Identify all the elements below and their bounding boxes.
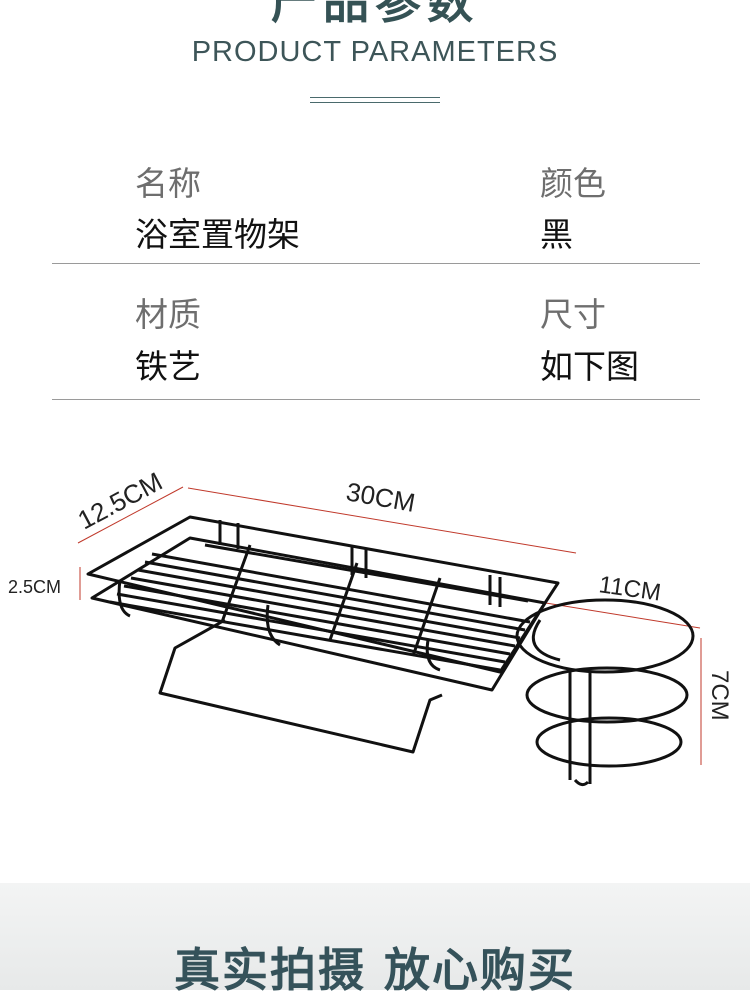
param-label-color: 颜色 [540,164,606,203]
dimension-length-label: 30CM [344,476,418,518]
param-value-color: 黑 [540,215,573,254]
divider [52,399,700,400]
divider [52,263,700,264]
param-label-material: 材质 [135,295,201,334]
param-value-name: 浴室置物架 [135,215,300,254]
section-title: 产品参数 [271,0,479,29]
section-subtitle: PRODUCT PARAMETERS [191,36,559,68]
param-value-size: 如下图 [540,347,639,386]
footer-slogan: 真实拍摄 放心购买 [173,943,576,997]
title-underline [310,97,440,103]
footer-band [0,883,750,990]
dimension-height-label: 2.5CM [8,577,61,597]
product-image: 12.5CM 30CM 2.5CM 11CM 7CM [8,466,733,787]
param-label-name: 名称 [135,164,201,203]
shelf-rack [86,515,560,754]
param-value-material: 铁艺 [135,347,201,386]
param-label-size: 尺寸 [540,295,606,334]
dryer-holder [515,598,695,787]
dimension-width-label: 12.5CM [73,466,167,535]
dimension-holder-height-label: 7CM [706,670,733,721]
